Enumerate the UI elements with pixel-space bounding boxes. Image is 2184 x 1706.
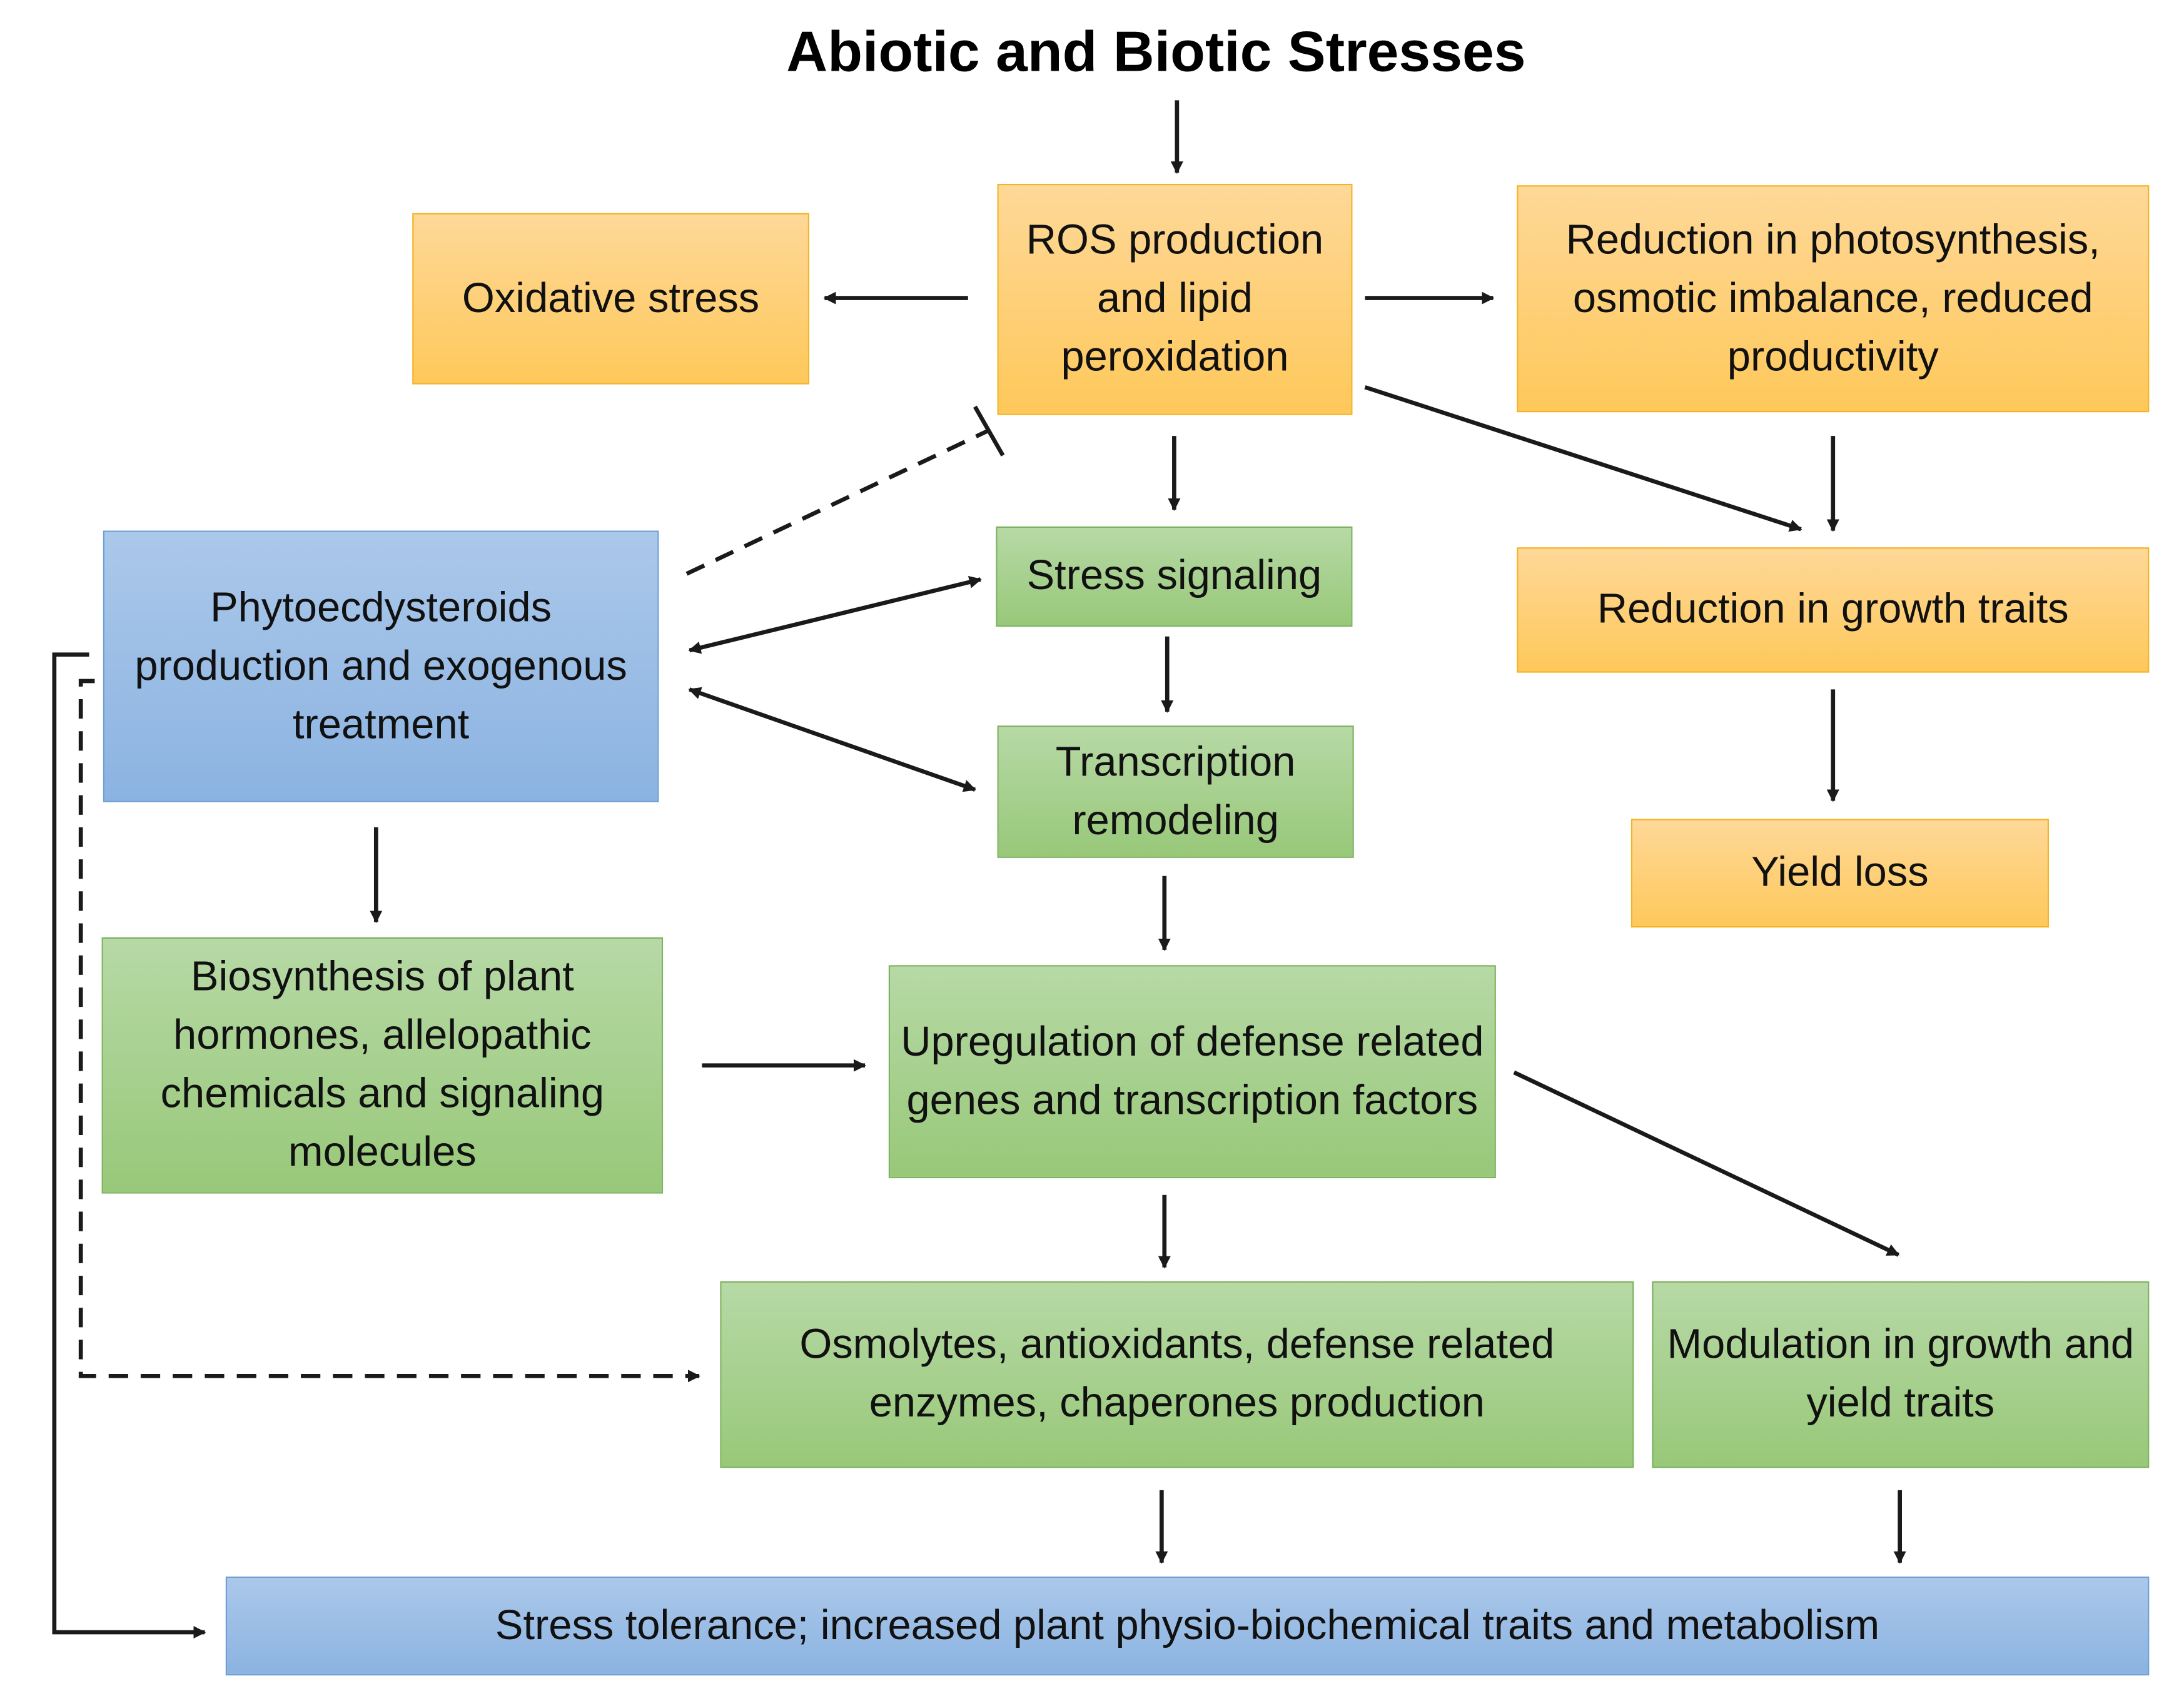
node-reduction-growth-traits-label: Reduction in growth traits — [1597, 586, 2069, 633]
node-stress-signaling: Stress signaling — [996, 526, 1353, 627]
node-reduction-photosynthesis: Reduction in photosynthesis, osmotic imb… — [1517, 185, 2150, 413]
node-ros-production: ROS production and lipid peroxidation — [997, 183, 1353, 415]
node-phytoecdysteroids-label: Phytoecdysteroids production and exogeno… — [134, 584, 627, 747]
node-ros-production-label: ROS production and lipid peroxidation — [1026, 217, 1324, 380]
diagram-title: Abiotic and Biotic Stresses — [786, 19, 1526, 84]
node-osmolytes: Osmolytes, antioxidants, defense related… — [720, 1281, 1634, 1468]
node-upregulation-label: Upregulation of defense related genes an… — [901, 1019, 1484, 1124]
node-stress-tolerance-label: Stress tolerance; increased plant physio… — [495, 1602, 1880, 1648]
node-phytoecdysteroids: Phytoecdysteroids production and exogeno… — [103, 530, 659, 802]
arrow-phyto-transcription — [688, 687, 976, 792]
node-oxidative-stress-label: Oxidative stress — [462, 275, 760, 321]
node-modulation: Modulation in growth and yield traits — [1652, 1281, 2150, 1468]
arrow-phyto-to-tolerance — [52, 652, 206, 1639]
dashed-arrow-phyto-to-osmolytes — [78, 679, 700, 1383]
node-reduction-growth-traits: Reduction in growth traits — [1517, 547, 2150, 673]
arrow-ros-to-growth-reduction — [1364, 385, 1802, 532]
node-stress-tolerance: Stress tolerance; increased plant physio… — [225, 1577, 2150, 1676]
arrow-phyto-stress-signaling — [688, 575, 982, 654]
node-oxidative-stress: Oxidative stress — [412, 213, 809, 385]
node-modulation-label: Modulation in growth and yield traits — [1667, 1321, 2135, 1426]
node-biosynthesis-label: Biosynthesis of plant hormones, allelopa… — [160, 954, 604, 1176]
node-upregulation: Upregulation of defense related genes an… — [888, 965, 1496, 1179]
node-stress-signaling-label: Stress signaling — [1026, 553, 1322, 599]
node-yield-loss-label: Yield loss — [1751, 849, 1929, 896]
node-biosynthesis: Biosynthesis of plant hormones, allelopa… — [101, 937, 664, 1194]
inhibition-bar — [973, 405, 1005, 457]
node-transcription-remodeling-label: Transcription remodeling — [1055, 739, 1296, 844]
node-reduction-photosynthesis-label: Reduction in photosynthesis, osmotic imb… — [1565, 216, 2100, 380]
node-yield-loss: Yield loss — [1630, 819, 2049, 928]
dashed-inhibition-phyto-to-ros — [685, 428, 990, 576]
node-transcription-remodeling: Transcription remodeling — [997, 725, 1354, 858]
node-osmolytes-label: Osmolytes, antioxidants, defense related… — [799, 1321, 1555, 1426]
arrow-upregulation-to-modulation — [1513, 1070, 1900, 1257]
